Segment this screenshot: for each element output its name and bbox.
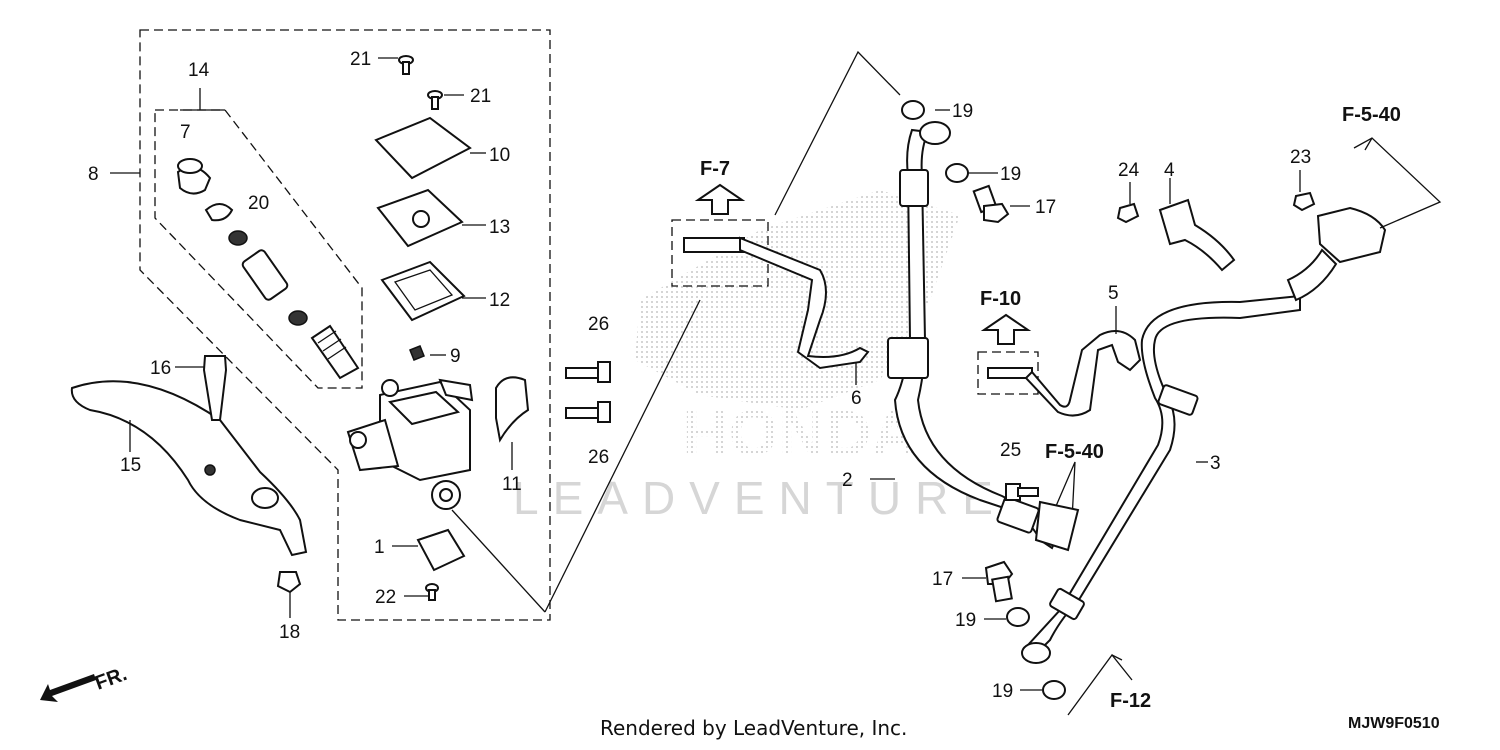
rendered-by-footer: Rendered by LeadVenture, Inc.	[600, 716, 908, 740]
connector-f540	[1034, 500, 1080, 552]
ref-f540-top: F-5-40	[1342, 104, 1401, 126]
callout-22: 22	[375, 587, 396, 608]
callout-13: 13	[489, 217, 510, 238]
callout-23: 23	[1290, 147, 1311, 168]
callout-17a: 17	[1035, 197, 1056, 218]
diagram-code: MJW9F0510	[1348, 715, 1440, 732]
hose-clamp-6	[739, 236, 870, 370]
bracket-4	[1158, 198, 1236, 272]
callout-24: 24	[1118, 160, 1140, 181]
f10-arrow	[980, 313, 1032, 345]
callout-1: 1	[374, 537, 385, 558]
bolt-25	[1005, 483, 1039, 501]
callout-9: 9	[450, 346, 461, 367]
callout-12: 12	[489, 290, 510, 311]
callout-19b: 19	[1000, 164, 1021, 185]
ref-f10: F-10	[980, 288, 1021, 310]
callout-7: 7	[180, 122, 191, 143]
stop-switch	[416, 528, 466, 572]
washer-19a	[901, 100, 925, 120]
callout-25: 25	[1000, 440, 1021, 461]
pivot-bolt	[202, 355, 228, 421]
front-direction-arrow-icon: FR.	[40, 663, 130, 702]
master-cylinder-body	[346, 378, 474, 510]
callout-20: 20	[248, 193, 269, 214]
callout-15: 15	[120, 455, 141, 476]
screw-21a	[398, 55, 414, 75]
callout-3: 3	[1210, 453, 1221, 474]
callout-10: 10	[489, 145, 510, 166]
callout-19a: 19	[952, 101, 973, 122]
clip-9	[409, 345, 425, 361]
reservoir-cap	[374, 116, 472, 180]
washer-19d	[1042, 680, 1066, 700]
callout-8: 8	[88, 164, 99, 185]
pivot-nut	[276, 571, 302, 594]
screw-21b	[427, 90, 443, 110]
f7-bolt	[683, 237, 745, 253]
holder-11	[495, 376, 530, 443]
brake-hose-2	[887, 121, 1062, 550]
callout-2: 2	[842, 470, 853, 491]
master-cylinder-group-outline	[139, 29, 551, 621]
callout-26b: 26	[588, 447, 609, 468]
washer-19b	[945, 163, 969, 183]
front-label: FR.	[92, 663, 130, 695]
callout-18: 18	[279, 622, 300, 643]
callout-16: 16	[150, 358, 171, 379]
ref-f7: F-7	[700, 158, 730, 180]
callout-19d: 19	[992, 681, 1013, 702]
leadventure-watermark-text: LEADVENTURE	[513, 472, 1007, 524]
callout-21a: 21	[350, 49, 371, 70]
f10-detail-box	[977, 351, 1039, 395]
ref-f12: F-12	[1110, 690, 1151, 712]
f7-arrow	[694, 183, 746, 215]
callout-21b: 21	[470, 86, 491, 107]
callout-6: 6	[851, 388, 862, 409]
brake-lever	[70, 380, 308, 557]
callout-26a: 26	[588, 314, 609, 335]
ref-f540-mid: F-5-40	[1045, 441, 1104, 463]
banjo-bolt-17b	[984, 560, 1014, 603]
callout-14: 14	[188, 60, 210, 81]
callout-5: 5	[1108, 283, 1119, 304]
diaphragm	[380, 260, 466, 322]
piston-kit-parts	[176, 158, 360, 380]
bolt-26a	[565, 361, 611, 383]
callout-17b: 17	[932, 569, 953, 590]
callout-4: 4	[1164, 160, 1175, 181]
honda-watermark-text: HONDA	[683, 397, 918, 469]
bolt-26b	[565, 401, 611, 423]
washer-19c	[1006, 607, 1030, 627]
banjo-bolt-17a	[972, 184, 1010, 224]
bolt-24	[1116, 202, 1140, 224]
callout-11: 11	[502, 474, 522, 495]
f10-bolt	[987, 367, 1033, 379]
bolt-23	[1292, 191, 1316, 212]
brake-hose-3	[1021, 248, 1338, 664]
hose-joint-f540	[1316, 206, 1387, 264]
callout-19c: 19	[955, 610, 976, 631]
hose-clamp-5	[1024, 330, 1142, 417]
